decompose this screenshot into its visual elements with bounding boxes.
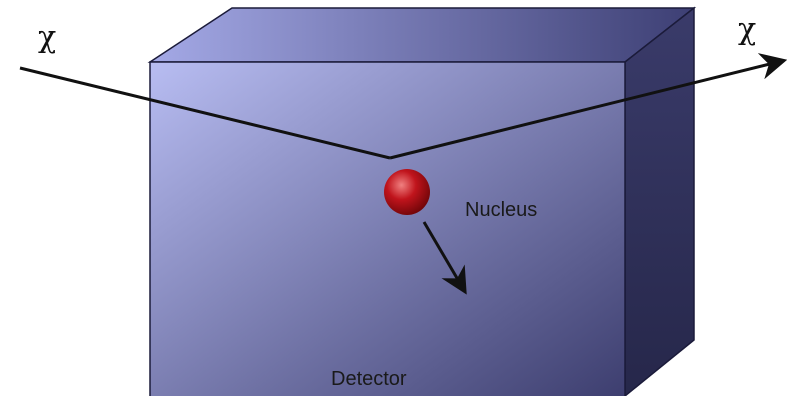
nucleus-label: Nucleus: [465, 199, 537, 221]
nucleus-sphere-icon: [384, 169, 430, 215]
detector-label: Detector: [331, 368, 407, 390]
outgoing-chi-arrow: [389, 53, 788, 160]
incoming-chi-path: [19, 66, 391, 160]
outgoing-particle-label: χ: [738, 12, 756, 47]
incoming-particle-label: χ: [38, 20, 56, 55]
particle-trajectory: [19, 53, 788, 160]
detector-side-face: [624, 6, 695, 396]
detector-front-face: [149, 61, 626, 396]
nucleus: [384, 169, 430, 215]
nucleus-recoil-arrow: [422, 221, 467, 295]
detector-top-face: [147, 7, 697, 63]
